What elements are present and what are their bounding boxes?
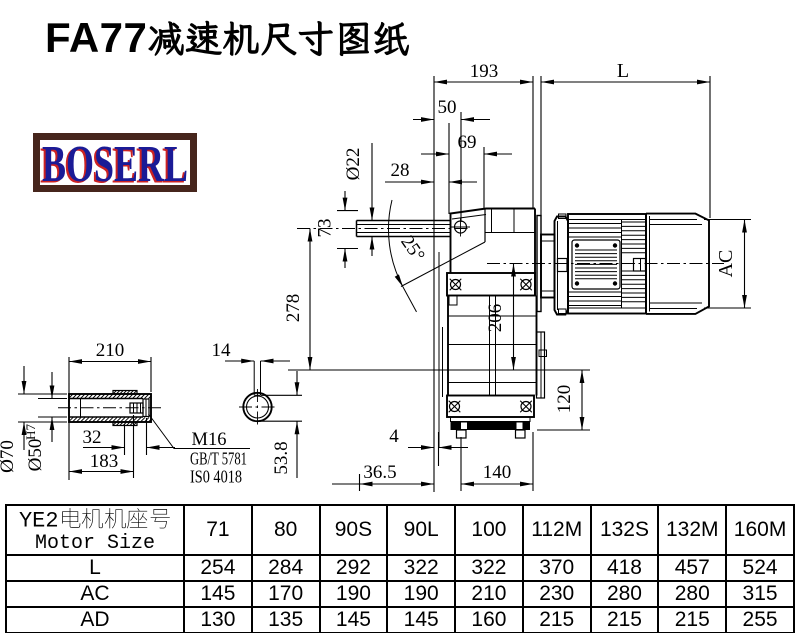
dim-label: Ø70 xyxy=(0,440,18,473)
motor-size-header-cn: YE2 xyxy=(7,507,183,534)
dimension-drawing: 193 L 50 69 28 Ø22 73 278 25° AC 206 120 xyxy=(0,60,751,492)
dim-label: 4 xyxy=(389,426,399,447)
row-label-L: L xyxy=(5,553,185,582)
dim-label: 206 xyxy=(485,304,506,333)
cjk-glyph xyxy=(148,21,185,56)
table-cell: 254 xyxy=(183,553,253,582)
dim-label: M16 xyxy=(192,430,227,450)
table-cell: 135 xyxy=(250,605,321,633)
boserl-logo-text: BOSERL xyxy=(42,136,188,193)
cjk-glyph xyxy=(374,21,410,56)
table-cell: 145 xyxy=(183,579,253,608)
dim-label: 73 xyxy=(315,219,336,238)
cjk-glyph xyxy=(61,508,80,528)
col-header-100: 100 xyxy=(454,504,524,556)
col-header-112M: 112M xyxy=(521,504,592,556)
table-cell: 145 xyxy=(318,605,389,633)
cjk-glyph xyxy=(261,23,297,56)
table-cell: 280 xyxy=(589,579,660,608)
col-header-160M: 160M xyxy=(725,504,795,556)
cjk-glyph xyxy=(104,508,126,529)
col-header-90L: 90L xyxy=(386,504,457,556)
dim-label: 210 xyxy=(96,340,125,361)
table-cell: 418 xyxy=(589,553,660,582)
table-cell: 315 xyxy=(725,579,795,608)
dim-label: 53.8 xyxy=(271,441,292,474)
cjk-glyph xyxy=(299,20,334,57)
col-header-90S: 90S xyxy=(318,504,389,556)
latin-text: FA77 xyxy=(45,14,148,61)
boserl-logo: BOSERL BOSERL xyxy=(33,133,197,195)
dim-label: H7 xyxy=(23,424,38,440)
dim-label: 140 xyxy=(483,462,512,483)
col-header-80: 80 xyxy=(250,504,321,556)
table-cell: 145 xyxy=(386,605,457,633)
table-cell: 170 xyxy=(250,579,321,608)
dim-label: 278 xyxy=(283,294,304,323)
dim-label: 50 xyxy=(438,97,457,118)
dim-label: Ø50 xyxy=(25,439,46,472)
table-cell: 130 xyxy=(183,605,253,633)
dim-label: L xyxy=(617,60,629,82)
table-cell: 255 xyxy=(725,605,795,633)
table-cell: 322 xyxy=(386,553,457,582)
table-cell: 370 xyxy=(521,553,592,582)
dim-label: 183 xyxy=(90,451,119,472)
table-cell: 215 xyxy=(521,605,592,633)
cjk-glyph xyxy=(150,509,170,529)
cjk-glyph xyxy=(81,508,103,529)
cjk-glyph xyxy=(339,22,369,57)
table-cell: 524 xyxy=(725,553,795,582)
boserl-logo-shadow: BOSERL xyxy=(40,138,186,195)
table-cell: 280 xyxy=(657,579,728,608)
col-header-71: 71 xyxy=(183,504,253,556)
motor-size-header-en: Motor Size xyxy=(34,531,156,555)
dim-label: Ø22 xyxy=(343,148,364,181)
table-cell: 210 xyxy=(454,579,524,608)
dim-label: 120 xyxy=(554,385,575,414)
dim-label: 14 xyxy=(212,340,232,361)
dim-label: 36.5 xyxy=(363,462,396,483)
dim-label: 28 xyxy=(391,160,410,181)
table-cell: 190 xyxy=(318,579,389,608)
table-cell: 292 xyxy=(318,553,389,582)
cjk-glyph xyxy=(126,508,148,529)
page-title: FA77 xyxy=(45,14,410,62)
cjk-glyph xyxy=(185,20,222,55)
table-cell: 322 xyxy=(454,553,524,582)
dim-label: 32 xyxy=(83,427,102,448)
dim-label: IS0 4018 xyxy=(190,467,242,487)
table-cell: 457 xyxy=(657,553,728,582)
latin-text: YE2 xyxy=(18,508,59,534)
col-header-132M: 132M xyxy=(657,504,728,556)
table-cell: 190 xyxy=(386,579,457,608)
table-cell: 215 xyxy=(657,605,728,633)
table-cell: 284 xyxy=(250,553,321,582)
dim-label: AC xyxy=(715,250,737,278)
row-label-AD: AD xyxy=(5,605,185,633)
dim-label: GB/T 5781 xyxy=(190,449,247,469)
cjk-glyph xyxy=(223,21,260,56)
col-header-132S: 132S xyxy=(589,504,660,556)
row-label-AC: AC xyxy=(5,579,185,608)
table-cell: 230 xyxy=(521,579,592,608)
table-cell: 215 xyxy=(589,605,660,633)
table-cell: 160 xyxy=(454,605,524,633)
dim-label: 193 xyxy=(470,61,499,82)
dim-label: 69 xyxy=(458,132,477,153)
